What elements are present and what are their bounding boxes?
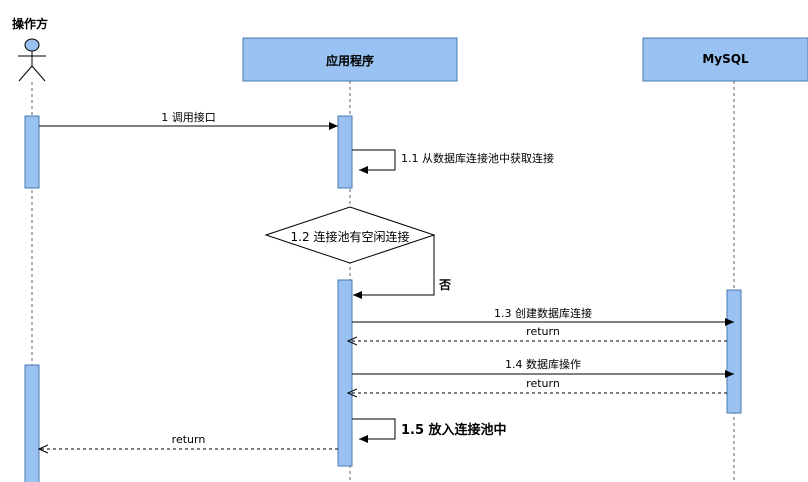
- self-call-arrow-1-5: [352, 418, 396, 443]
- return-label-final: return: [171, 433, 206, 446]
- return-label-1-4: return: [526, 377, 560, 390]
- app-activation-bar: [337, 115, 353, 189]
- return-label-1-3: return: [526, 325, 560, 338]
- message-label-1: 1 调用接口: [161, 111, 216, 124]
- message-label-1-4: 1.4 数据库操作: [505, 358, 581, 371]
- decision-branch-label: 否: [439, 278, 452, 292]
- actor-activation-bar: [24, 115, 40, 189]
- actor-label: 操作方: [12, 17, 49, 31]
- app-activation-bar-2: [337, 279, 353, 467]
- app-participant-box: [242, 37, 458, 82]
- message-label-1-3: 1.3 创建数据库连接: [494, 307, 592, 320]
- mysql-participant-label: MySQL: [702, 52, 749, 66]
- decision-label: 1.2 连接池有空闲连接: [290, 230, 410, 244]
- actor-activation-bar-2: [24, 364, 40, 482]
- app-participant-label: 应用程序: [325, 54, 374, 68]
- mysql-participant-box: [642, 37, 808, 82]
- message-label-1-5: 1.5 放入连接池中: [401, 423, 507, 438]
- self-call-arrow-1-1: [352, 149, 396, 174]
- message-label-1-1: 1.1 从数据库连接池中获取连接: [401, 152, 554, 165]
- actor-stick-figure: [18, 38, 46, 82]
- decision-no-branch-arrow: [353, 235, 435, 299]
